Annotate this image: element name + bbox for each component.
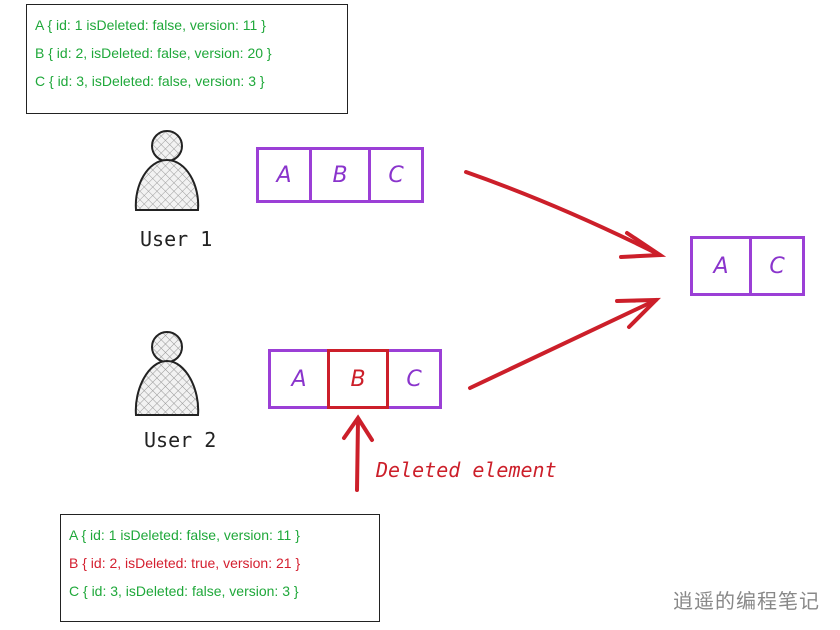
deleted-pointer-arrow: [342, 414, 374, 492]
state-line-a: A { id: 1 isDeleted: false, version: 11 …: [35, 17, 266, 33]
bottom-state-box: A { id: 1 isDeleted: false, version: 11 …: [60, 514, 380, 622]
user2-label: User 2: [144, 428, 217, 452]
deleted-array-cell: B: [327, 349, 389, 409]
state-line-b-deleted: B { id: 2, isDeleted: true, version: 21 …: [69, 555, 301, 571]
user1-array: A B C: [256, 147, 424, 203]
array-cell: A: [256, 147, 312, 203]
watermark-text: 逍遥的编程笔记: [673, 589, 820, 613]
state-line-b: B { id: 2, isDeleted: false, version: 20…: [35, 45, 272, 61]
merge-arrow-bottom: [468, 297, 661, 390]
top-state-box: A { id: 1 isDeleted: false, version: 11 …: [26, 4, 348, 114]
user2-array: A B C: [268, 349, 442, 409]
array-cell: C: [386, 349, 442, 409]
deleted-element-label: Deleted element: [376, 458, 557, 482]
state-line-c: C { id: 3, isDeleted: false, version: 3 …: [69, 583, 299, 599]
user1-label: User 1: [140, 227, 213, 251]
user-icon: [134, 331, 200, 416]
user-icon: [134, 130, 200, 211]
merge-arrow-top: [464, 170, 667, 259]
array-cell: A: [268, 349, 330, 409]
array-cell: C: [368, 147, 424, 203]
array-cell: B: [309, 147, 371, 203]
array-cell: C: [749, 236, 805, 296]
array-cell: A: [690, 236, 752, 296]
result-array: A C: [690, 236, 805, 296]
state-line-c: C { id: 3, isDeleted: false, version: 3 …: [35, 73, 265, 89]
state-line-a: A { id: 1 isDeleted: false, version: 11 …: [69, 527, 300, 543]
